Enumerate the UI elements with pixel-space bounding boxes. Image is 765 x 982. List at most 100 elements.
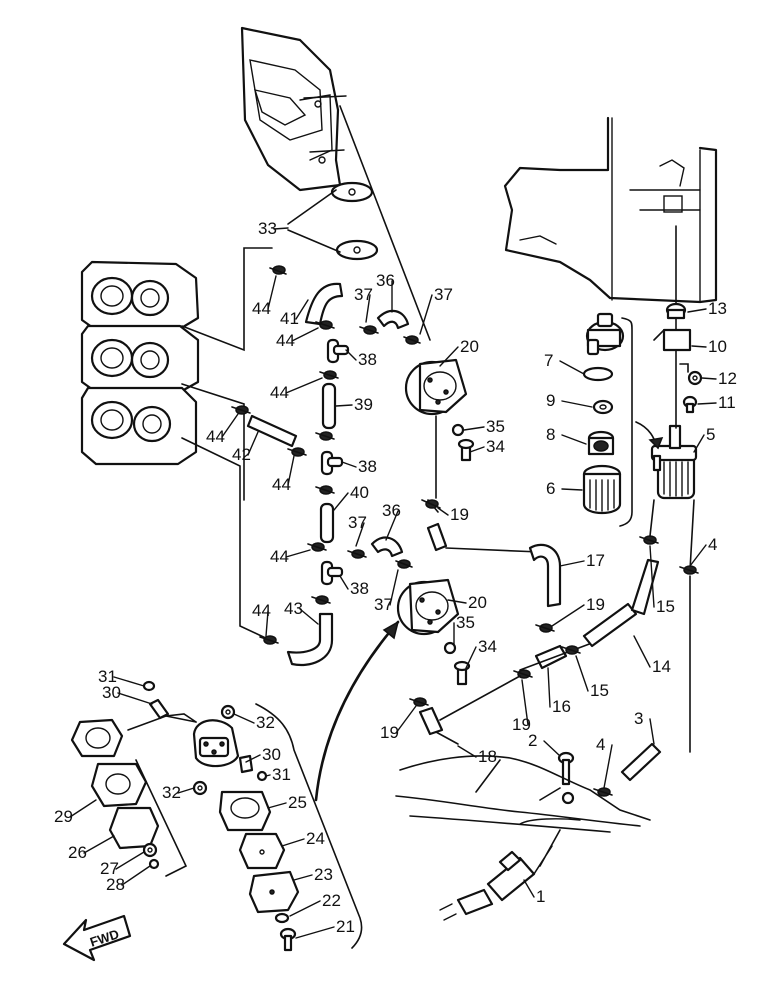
clamp xyxy=(593,787,613,797)
callout-leader-line xyxy=(117,692,153,705)
callout-leader-line xyxy=(113,676,145,687)
filter-cap-7 xyxy=(585,312,625,356)
callout-number-13: 13 xyxy=(708,299,727,318)
callout-number-36: 36 xyxy=(382,501,401,520)
callout-leader-line xyxy=(463,426,485,431)
callout-leader-line xyxy=(121,865,151,886)
callout-leader-line xyxy=(333,492,349,511)
callout-number-40: 40 xyxy=(350,483,369,502)
nut-12 xyxy=(687,370,703,386)
callout-number-34: 34 xyxy=(478,637,497,656)
callout-leader-line xyxy=(83,835,115,854)
carburetor-top xyxy=(80,260,200,332)
clamp xyxy=(513,669,533,679)
callout-number-7: 7 xyxy=(544,351,553,370)
callout-leader-line xyxy=(233,713,255,724)
callout-number-38: 38 xyxy=(350,579,369,598)
clamp xyxy=(231,405,251,415)
callout-number-27: 27 xyxy=(100,859,119,878)
callout-number-44: 44 xyxy=(252,601,271,620)
screw-21 xyxy=(279,927,297,952)
pump-body-30 xyxy=(192,719,240,768)
washer-22 xyxy=(274,912,290,924)
cover-26 xyxy=(108,806,160,850)
callout-leader-line xyxy=(287,455,295,486)
fitting-30-top xyxy=(148,698,170,720)
clamp xyxy=(359,325,379,335)
callout-number-12: 12 xyxy=(718,369,737,388)
callout-number-4: 4 xyxy=(708,535,717,554)
engine-block-drawing xyxy=(503,116,718,304)
callout-number-44: 44 xyxy=(272,475,291,494)
callout-leader-line xyxy=(689,544,707,567)
callout-number-9: 9 xyxy=(546,391,555,410)
callout-number-24: 24 xyxy=(306,829,325,848)
callout-leader-line xyxy=(267,802,287,809)
clamp xyxy=(307,542,327,552)
clamp xyxy=(259,635,279,645)
callout-leader-line xyxy=(697,402,717,405)
callout-number-43: 43 xyxy=(284,599,303,618)
gasket-29 xyxy=(70,718,124,758)
callout-leader-line xyxy=(293,874,313,881)
callout-number-14: 14 xyxy=(652,657,671,676)
callout-leader-line xyxy=(389,569,399,606)
callout-leader-line xyxy=(273,227,289,230)
callout-leader-line xyxy=(245,754,261,763)
callout-leader-line xyxy=(559,560,585,567)
diaphragm-29 xyxy=(90,762,148,808)
intake-manifold-drawing xyxy=(240,26,347,192)
fuel-connector-1 xyxy=(439,829,561,921)
callout-number-35: 35 xyxy=(456,613,475,632)
clamp xyxy=(287,447,307,457)
callout-leader-line xyxy=(439,346,459,367)
callout-leader-line xyxy=(561,400,593,408)
clamp xyxy=(421,499,441,509)
clamp xyxy=(315,431,335,441)
callout-number-31: 31 xyxy=(98,667,117,686)
callout-number-29: 29 xyxy=(54,807,73,826)
callout-leader-line xyxy=(687,308,707,313)
tee-fitting xyxy=(320,450,344,476)
clamp xyxy=(315,320,335,330)
joint-fitting xyxy=(519,639,601,671)
callout-number-11: 11 xyxy=(718,393,736,412)
grommet-13 xyxy=(665,302,687,320)
callout-number-8: 8 xyxy=(546,425,555,444)
clamp xyxy=(639,535,659,545)
callout-leader-line xyxy=(289,900,321,917)
tee-fitting xyxy=(326,338,350,364)
clamp xyxy=(403,335,421,345)
callout-leader-line xyxy=(649,718,655,745)
callout-leader-line xyxy=(701,377,717,380)
callout-number-17: 17 xyxy=(586,551,605,570)
callout-leader-line xyxy=(265,610,269,637)
clamp xyxy=(315,485,335,495)
callout-number-44: 44 xyxy=(252,299,271,318)
callout-number-33: 33 xyxy=(258,219,277,238)
callout-layer: 1234456789101112131415151617181919191920… xyxy=(54,219,737,939)
callout-leader-line xyxy=(299,608,319,625)
callout-leader-line xyxy=(345,349,357,361)
callout-leader-line xyxy=(69,799,97,818)
callout-leader-line xyxy=(575,655,589,692)
callout-leader-line xyxy=(559,360,585,375)
callout-number-20: 20 xyxy=(460,337,479,356)
callout-leader-line xyxy=(547,667,551,708)
callout-leader-line xyxy=(265,774,271,777)
o-ring-7 xyxy=(582,366,614,382)
nipple-31-top xyxy=(142,680,156,692)
screw-11 xyxy=(682,395,698,414)
callout-number-19: 19 xyxy=(586,595,605,614)
clamp xyxy=(409,697,429,707)
callout-leader-line xyxy=(633,635,651,668)
callout-number-5: 5 xyxy=(706,425,715,444)
callout-leader-line xyxy=(419,294,433,335)
callout-number-32: 32 xyxy=(256,713,275,732)
callout-number-37: 37 xyxy=(354,285,373,304)
callout-leader-line xyxy=(457,745,477,758)
callout-leader-line xyxy=(693,434,705,453)
callout-number-30: 30 xyxy=(262,745,281,764)
clip-32-left xyxy=(192,780,208,796)
